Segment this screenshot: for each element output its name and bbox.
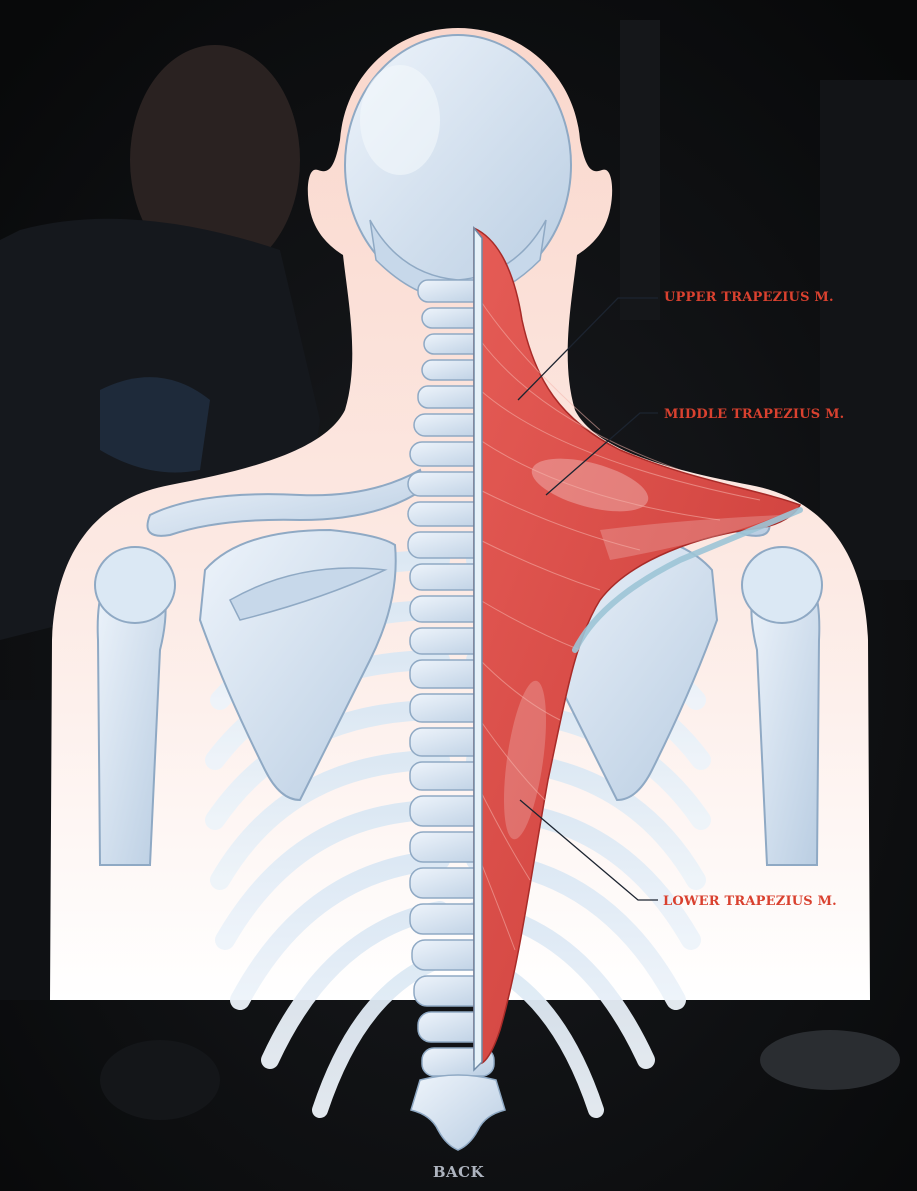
- midline: [474, 228, 482, 1070]
- label-middle-trapezius: MIDDLE TRAPEZIUS M.: [664, 407, 844, 422]
- sacrum: [411, 1075, 505, 1150]
- label-upper-trapezius: UPPER TRAPEZIUS M.: [664, 290, 834, 305]
- view-caption: BACK: [0, 1163, 917, 1181]
- label-lower-trapezius: LOWER TRAPEZIUS M.: [663, 894, 837, 909]
